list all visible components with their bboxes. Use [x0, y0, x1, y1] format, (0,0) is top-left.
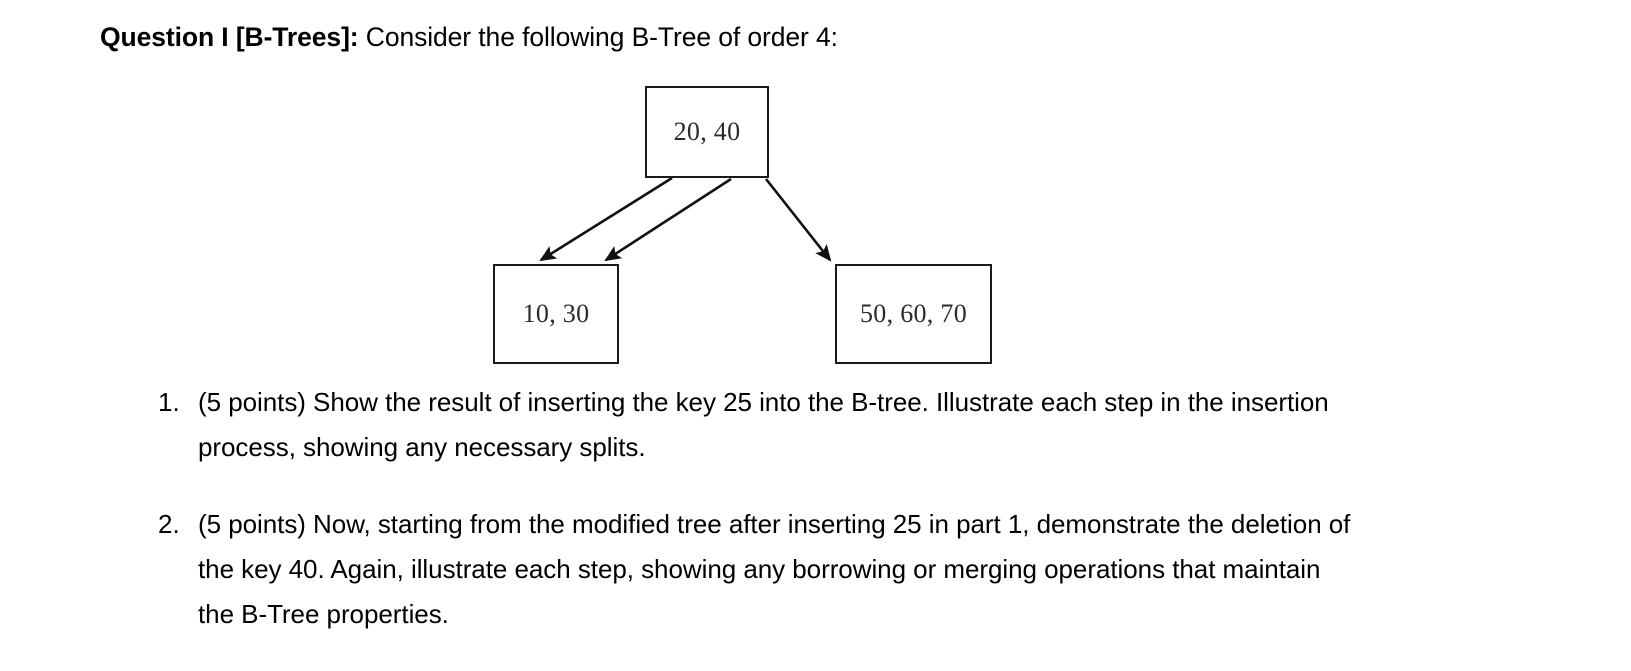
list-item: 2. (5 points) Now, starting from the mod… [150, 502, 1390, 637]
question-heading-label: Question I [B-Trees]: [100, 22, 359, 52]
list-item-marker: 1. [158, 387, 180, 417]
btree-node-right-child-keys: 50, 60, 70 [860, 299, 967, 328]
question-heading: Question I [B-Trees]: Consider the follo… [100, 20, 838, 54]
question-heading-text: Consider the following B-Tree of order 4… [358, 22, 838, 52]
btree-node-root: 20, 40 [645, 86, 769, 178]
btree-edges-svg [539, 176, 832, 262]
btree-node-right-child: 50, 60, 70 [835, 264, 992, 364]
btree-node-left-child-keys: 10, 30 [522, 299, 590, 328]
list-item-text: (5 points) Show the result of inserting … [198, 387, 1329, 462]
edge-root-to-right-child [764, 178, 832, 262]
edge-root-to-left-child-a [539, 176, 673, 262]
btree-diagram: 20, 40 10, 30 50, 60, 70 [0, 70, 1631, 380]
list-item: 1. (5 points) Show the result of inserti… [150, 380, 1390, 470]
list-item-marker: 2. [158, 509, 180, 539]
edge-root-to-left-child-b [604, 177, 732, 262]
question-list: 1. (5 points) Show the result of inserti… [150, 380, 1390, 669]
btree-node-left-child: 10, 30 [493, 264, 619, 364]
btree-node-root-keys: 20, 40 [673, 117, 741, 146]
list-item-text: (5 points) Now, starting from the modifi… [198, 509, 1351, 629]
